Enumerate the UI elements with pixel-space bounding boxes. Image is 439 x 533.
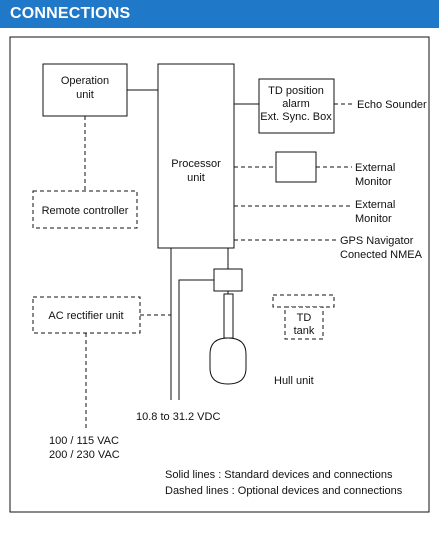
- gps-label-1: GPS Navigator: [340, 235, 414, 247]
- td-position-box: [258, 78, 335, 134]
- echo-sounder-label: Echo Sounder: [357, 99, 427, 111]
- ac-rectifier-box: [32, 296, 141, 334]
- ac-rectifier-label: AC rectifier unit: [48, 310, 123, 322]
- td-box-label-1: TD position: [268, 85, 324, 97]
- external-monitor-2-label-2: Monitor: [355, 213, 392, 225]
- ac-supply-label-2: 200 / 230 VAC: [49, 449, 120, 461]
- td-tank-label-2: tank: [294, 325, 315, 337]
- processor-unit-label-1: Processor: [171, 158, 221, 170]
- legend-dashed-lines: Dashed lines : Optional devices and conn…: [165, 485, 403, 497]
- external-monitor-1-label-1: External: [355, 162, 395, 174]
- hull-unit-label: Hull unit: [274, 375, 314, 387]
- converter-box: [275, 151, 317, 183]
- remote-controller-box: [32, 190, 138, 229]
- td-box-label-3: Ext. Sync. Box: [260, 111, 332, 123]
- external-monitor-1-label-2: Monitor: [355, 176, 392, 188]
- hull-cable-loop: [178, 279, 214, 285]
- remote-controller-label: Remote controller: [42, 205, 129, 217]
- section-title: CONNECTIONS: [10, 5, 131, 22]
- gps-label-2: Conected NMEA: [340, 249, 423, 261]
- dc-supply-label: 10.8 to 31.2 VDC: [136, 411, 220, 423]
- hull-unit-junction-box: [213, 268, 243, 292]
- td-tank-box: [272, 294, 335, 308]
- diagram-frame: [9, 36, 430, 513]
- td-box-label-2: alarm: [282, 98, 310, 110]
- operation-unit-label-2: unit: [76, 89, 94, 101]
- section-header: CONNECTIONS: [0, 0, 439, 28]
- legend-solid-lines: Solid lines : Standard devices and conne…: [165, 469, 393, 481]
- operation-unit-label-1: Operation: [61, 75, 109, 87]
- hull-unit-shaft: [223, 293, 234, 339]
- hull-unit-transducer: [209, 337, 247, 385]
- td-tank-label-1: TD: [297, 312, 312, 324]
- ac-supply-label-1: 100 / 115 VAC: [49, 435, 119, 447]
- processor-unit-box: [157, 63, 235, 249]
- processor-unit-label-2: unit: [187, 172, 205, 184]
- td-tank-body: [284, 306, 324, 340]
- external-monitor-2-label-1: External: [355, 199, 395, 211]
